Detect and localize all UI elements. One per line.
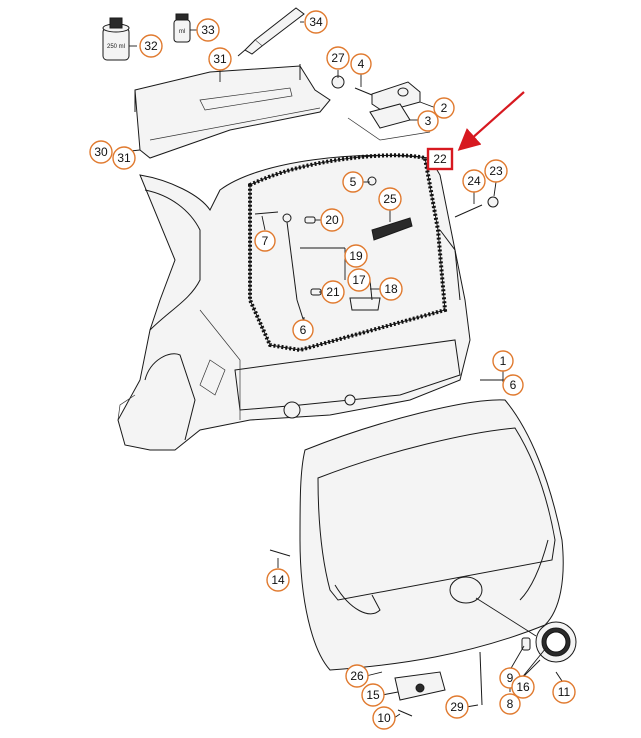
svg-text:6: 6 [300, 323, 307, 337]
callout-2: 2 [433, 97, 455, 119]
svg-text:19: 19 [349, 249, 363, 263]
svg-text:25: 25 [383, 192, 397, 206]
svg-text:30: 30 [94, 145, 108, 159]
callout-31-left: 31 [112, 146, 136, 170]
tailgate-hinge [331, 75, 431, 141]
svg-text:10: 10 [377, 711, 391, 725]
svg-text:21: 21 [326, 285, 340, 299]
svg-text:3: 3 [425, 114, 432, 128]
highlight-22: 22 [426, 91, 525, 171]
bolt-7 [254, 211, 279, 215]
svg-text:8: 8 [507, 697, 514, 711]
callout-17: 17 [347, 268, 371, 292]
svg-text:31: 31 [117, 151, 131, 165]
vehicle-rear-body [117, 153, 471, 451]
callout-29: 29 [445, 695, 469, 719]
wiring-25 [371, 217, 413, 241]
callout-18: 18 [379, 277, 403, 301]
grease-jar: ml [173, 13, 191, 43]
callout-8: 8 [499, 693, 521, 715]
callout-14: 14 [266, 568, 290, 592]
callout-6-right: 6 [502, 374, 524, 396]
adhesive-tube [237, 7, 305, 57]
svg-text:15: 15 [366, 688, 380, 702]
svg-text:9: 9 [507, 671, 514, 685]
callout-33: 33 [196, 18, 220, 42]
emblem [535, 621, 577, 663]
svg-text:5: 5 [350, 175, 357, 189]
callout-23: 23 [484, 159, 508, 183]
jar-label: ml [179, 29, 185, 35]
rear-spoiler [134, 64, 331, 159]
svg-text:14: 14 [271, 573, 285, 587]
callout-3: 3 [417, 110, 439, 132]
callout-10: 10 [372, 706, 396, 730]
callout-21: 21 [321, 280, 345, 304]
callout-19: 19 [344, 244, 368, 268]
svg-text:26: 26 [350, 669, 364, 683]
svg-text:24: 24 [467, 174, 481, 188]
bolt-10 [397, 709, 413, 717]
svg-text:11: 11 [558, 685, 571, 699]
callout-16: 16 [511, 675, 535, 699]
highlighted-callout: 22 [433, 152, 447, 166]
callout-5: 5 [342, 171, 364, 193]
callout-1: 1 [492, 350, 514, 372]
bottle-label: 250 ml [107, 44, 125, 50]
callout-15: 15 [361, 683, 385, 707]
callout-11: 11 [552, 680, 576, 704]
callout-26: 26 [345, 664, 369, 688]
callout-31-top: 31 [208, 47, 232, 71]
switch-14 [269, 549, 291, 557]
svg-text:34: 34 [309, 15, 323, 29]
leader-lines [120, 21, 565, 719]
svg-text:6: 6 [510, 378, 517, 392]
lock-15 [394, 671, 446, 701]
svg-text:4: 4 [358, 57, 365, 71]
clip-20 [304, 216, 316, 224]
callout-20: 20 [320, 208, 344, 232]
rod-29 [479, 651, 483, 706]
svg-text:2: 2 [441, 101, 448, 115]
callout-4: 4 [350, 53, 372, 75]
svg-text:17: 17 [352, 273, 366, 287]
callout-6-left: 6 [292, 319, 314, 341]
bracket-17-18 [349, 279, 381, 311]
svg-text:18: 18 [384, 282, 398, 296]
svg-text:20: 20 [325, 213, 339, 227]
callout-32: 32 [139, 34, 163, 58]
svg-text:31: 31 [213, 52, 227, 66]
tailgate [299, 399, 564, 671]
bolt-24 [454, 204, 483, 218]
cap-23 [487, 196, 499, 208]
callout-25: 25 [378, 187, 402, 211]
svg-text:16: 16 [516, 680, 530, 694]
svg-text:32: 32 [144, 39, 158, 53]
switch-9 [521, 637, 531, 651]
nut-5 [367, 176, 377, 186]
callout-27: 27 [326, 46, 350, 70]
svg-text:27: 27 [331, 51, 345, 65]
svg-text:29: 29 [450, 700, 464, 714]
svg-text:7: 7 [262, 234, 269, 248]
svg-text:1: 1 [500, 354, 507, 368]
svg-text:23: 23 [489, 164, 503, 178]
svg-text:33: 33 [201, 23, 215, 37]
callout-34: 34 [304, 10, 328, 34]
callout-24: 24 [462, 169, 486, 193]
callout-7: 7 [254, 230, 276, 252]
callout-30: 30 [89, 140, 113, 164]
sealant-bottle: 250 ml [102, 17, 130, 61]
